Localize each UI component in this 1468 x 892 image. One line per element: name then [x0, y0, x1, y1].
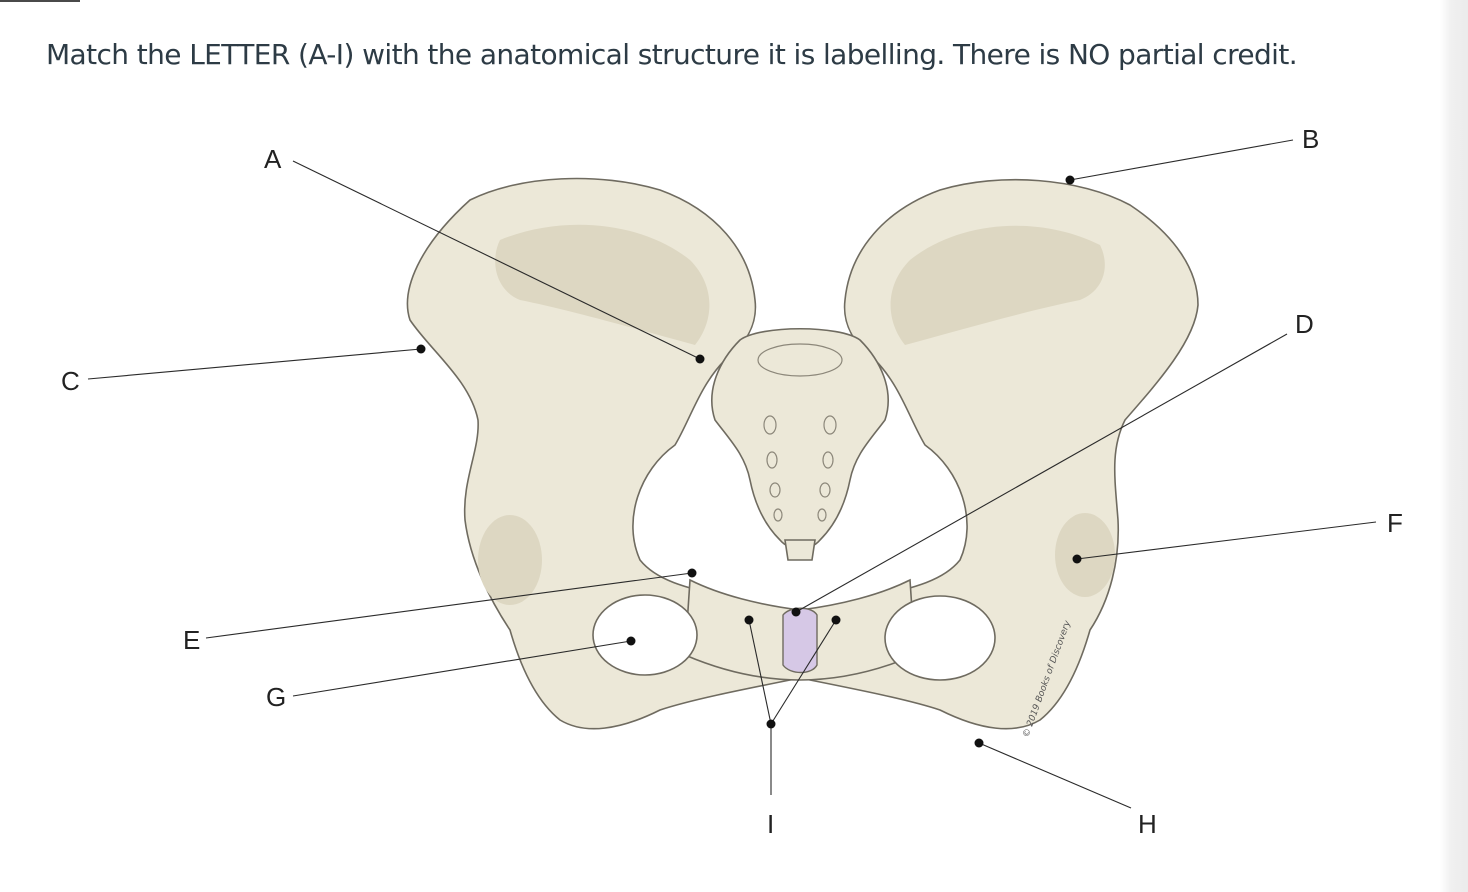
sacral-foramen	[822, 451, 834, 469]
leader-e	[205, 572, 693, 639]
question-prompt: Match the LETTER (A-I) with the anatomic…	[46, 38, 1298, 71]
leader-g	[292, 640, 632, 697]
right-obturator-foramen	[884, 595, 996, 681]
sacral-foramen	[773, 508, 783, 522]
leader-a	[292, 160, 701, 360]
dot-i-junction	[766, 719, 776, 729]
dot-f	[1072, 554, 1082, 564]
label-c: C	[61, 366, 80, 396]
dot-b	[1065, 175, 1075, 185]
leader-i-right	[770, 619, 837, 725]
label-h: H	[1138, 809, 1157, 839]
top-divider	[0, 0, 80, 2]
label-d: D	[1295, 309, 1314, 339]
pubic-symphysis	[782, 607, 818, 674]
scrollbar-gutter[interactable]	[1440, 0, 1468, 892]
right-acetabulum	[1055, 513, 1115, 597]
sacrum	[711, 327, 889, 550]
pelvis-illustration: © 2019 Books of Discovery	[406, 177, 1199, 739]
sacral-foramen	[823, 415, 837, 435]
label-g: G	[266, 682, 286, 712]
label-e: E	[183, 625, 200, 655]
left-obturator-foramen	[592, 594, 698, 676]
pointer-dots	[416, 175, 1082, 748]
sacral-foramen	[769, 482, 781, 498]
label-i: I	[767, 809, 774, 839]
leader-h	[978, 742, 1132, 809]
dot-i-right	[831, 615, 841, 625]
leader-lines	[87, 139, 1377, 809]
leader-d	[795, 333, 1288, 613]
sacral-foramen	[819, 482, 831, 498]
dot-g	[626, 636, 636, 646]
label-a: A	[264, 144, 282, 174]
sacral-promontory	[757, 343, 843, 377]
leader-c	[87, 348, 422, 380]
sacral-foramen	[817, 508, 827, 522]
dot-h	[974, 738, 984, 748]
right-fossa-shading	[890, 225, 1105, 345]
dot-c	[416, 344, 426, 354]
left-acetabulum	[478, 515, 542, 605]
coccyx	[784, 539, 816, 561]
sacral-foramen	[763, 415, 777, 435]
dot-e	[687, 568, 697, 578]
dot-a	[695, 354, 705, 364]
left-fossa-shading	[495, 224, 710, 345]
sacral-foramen	[766, 451, 778, 469]
leader-f	[1076, 521, 1377, 560]
letter-labels: A B C D E F G H I	[61, 124, 1403, 839]
leader-i-left	[748, 619, 772, 725]
label-b: B	[1302, 124, 1319, 154]
dot-d	[791, 607, 801, 617]
dot-i-left	[744, 615, 754, 625]
label-f: F	[1387, 508, 1403, 538]
leader-b	[1069, 139, 1294, 181]
